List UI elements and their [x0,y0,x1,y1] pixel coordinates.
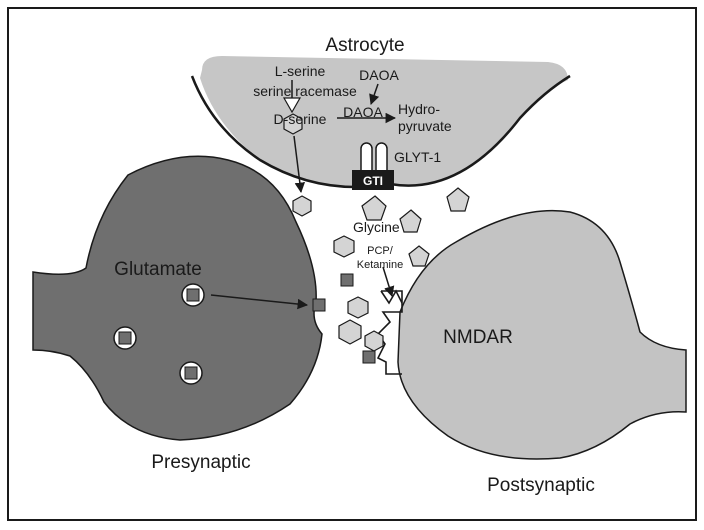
glycine-molecule [361,195,387,221]
racemase-arrow-head [282,97,302,114]
postsynaptic-neuron [397,209,687,460]
d-serine-label: D-serine [274,111,327,127]
vesicle [179,361,203,385]
pcp-arrow [382,266,395,298]
glutamate-molecule [340,273,354,287]
glutamate-molecule [362,350,376,364]
d-serine-molecule [364,330,384,352]
pcp-label-line2: Ketamine [357,259,403,271]
presynaptic-neuron [32,155,323,441]
glycine-molecule [446,187,470,212]
glycine-molecule [399,209,422,233]
glutamate-molecule [312,298,326,312]
glycine-molecule [408,245,430,267]
postsynaptic-label: Postsynaptic [487,475,595,496]
vesicle [113,326,137,350]
pcp-label-line1: PCP/ [367,245,394,257]
glycine-label: Glycine [353,219,400,235]
glyt1-label: GLYT-1 [394,149,441,165]
presynaptic-label: Presynaptic [151,452,250,473]
d-serine-molecule [338,319,362,345]
d-serine-molecule [283,113,303,135]
nmdar-label: NMDAR [443,327,513,348]
glutamate-label: Glutamate [114,259,202,280]
hydropyruvate-label-line2: pyruvate [398,118,452,134]
l-serine-label: L-serine [275,63,326,79]
glutamate-release-arrow [210,294,309,310]
hydropyruvate-label-line1: Hydro- [398,101,440,117]
d-serine-release-arrow [293,135,306,194]
daoa-top-label: DAOA [359,67,399,83]
d-serine-molecule [292,195,312,217]
d-serine-molecule [347,296,369,319]
serine-racemase-label: serine racemase [253,83,357,99]
daoa-arrow [369,83,380,105]
gti-label: GTI [363,174,383,188]
vesicle [181,283,205,307]
daoa-mid-label: DAOA [343,104,383,120]
d-serine-molecule [333,235,355,258]
astrocyte-label: Astrocyte [325,35,404,56]
gti-inhibitor-box [352,170,394,190]
